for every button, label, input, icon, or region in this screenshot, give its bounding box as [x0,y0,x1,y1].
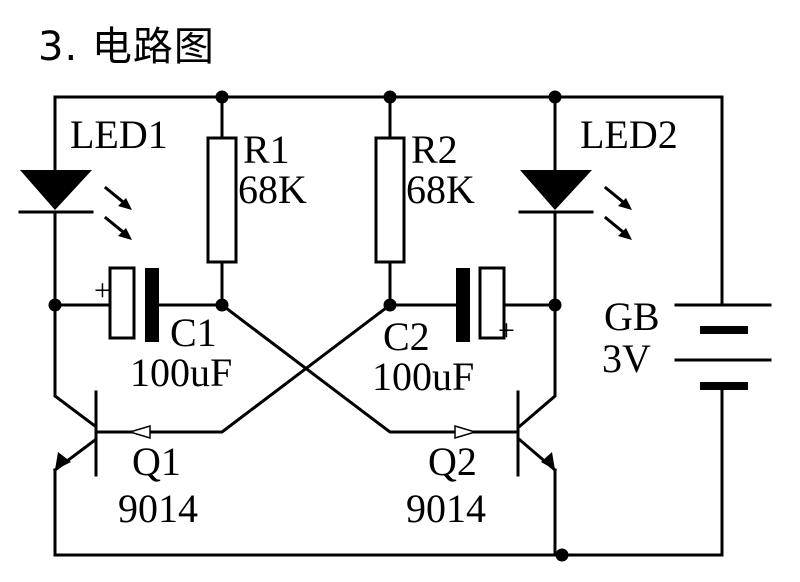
r1-value: 68K [238,167,307,212]
battery: GB 3V [602,294,772,390]
c2-plate-negative [456,268,470,342]
led1-to-q1-collector-wire [53,210,98,429]
led2-to-q2-collector-wire [517,210,557,429]
q1-direction-arrow [127,424,151,440]
c2-value: 100uF [372,354,474,399]
junction-dot [383,298,397,312]
led2: LED2 [518,112,678,240]
junction-dot [555,548,569,562]
led1-label: LED1 [70,112,168,157]
top-rail-wire [53,95,724,307]
led1: LED1 [18,112,168,240]
q1-label: Q1 [132,439,181,484]
r2: R2 68K [374,127,475,264]
bottom-rail-wire [53,388,724,557]
junction-dot [383,90,397,104]
r2-label: R2 [411,127,458,172]
c1-value: 100uF [130,350,232,395]
led2-label: LED2 [580,112,678,157]
junction-dot [548,298,562,312]
led2-diode-triangle [520,170,592,210]
r1-label: R1 [243,127,290,172]
q2-transistor: Q2 9014 [406,390,558,557]
battery-label: GB [604,294,660,339]
c2-label: C2 [383,314,430,359]
r1-body [206,136,238,264]
q1-emitter-arrow [55,452,71,470]
junction-dot [215,298,229,312]
c1-plate-positive [108,266,136,340]
q1-model: 9014 [118,486,198,531]
q2-emitter-arrow [541,452,555,470]
junction-dot [548,90,562,104]
battery-value: 3V [602,336,651,381]
junction-dots [48,90,569,562]
r2-body [374,136,406,264]
q2-model: 9014 [406,486,486,531]
led1-light-arrows [103,185,132,240]
c2-polarity: + [498,314,515,347]
r2-value: 68K [406,167,475,212]
c2: + C2 100uF [372,266,515,399]
q2-direction-arrow [454,424,478,440]
wires [53,95,724,557]
c2-plate-positive [478,266,506,340]
junction-dot [48,298,62,312]
q1-transistor: Q1 9014 [52,390,198,531]
junction-dot [215,90,229,104]
battery-plate-short-bottom [700,382,748,390]
c1-plate-negative [145,268,159,342]
battery-plate-short-top [700,326,748,334]
c1-label: C1 [170,310,217,355]
c1: + C1 100uF [94,266,232,395]
c1-polarity: + [94,274,111,307]
led2-light-arrows [603,185,632,240]
page-title: 3. 电路图 [38,24,215,70]
r1: R1 68K [206,127,307,264]
q2-label: Q2 [428,439,477,484]
led1-diode-triangle [20,170,92,210]
